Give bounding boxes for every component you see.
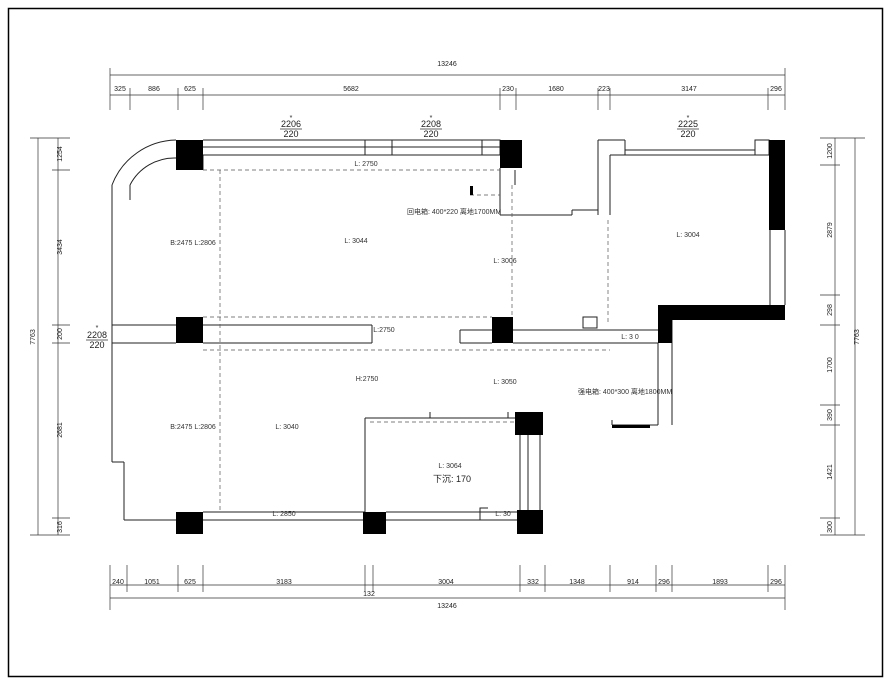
- bottom-dim-9: 296: [658, 579, 670, 586]
- top-dim-7: 223: [598, 86, 610, 93]
- window-tag-3: * 2225 220: [677, 115, 699, 139]
- left-dim-3: 200: [57, 328, 64, 340]
- left-dim-5: 316: [57, 521, 64, 533]
- right-dim-3: 298: [827, 304, 834, 316]
- top-dim-2: 886: [148, 86, 160, 93]
- svg-text:2225: 2225: [678, 119, 698, 129]
- label-bottom-beam: L: 2850: [272, 511, 295, 518]
- right-dim-6: 1421: [827, 464, 834, 480]
- left-dimension-lines: [30, 137, 70, 536]
- bottom-dim-1: 240: [112, 579, 124, 586]
- top-dimension-lines: [109, 68, 786, 110]
- label-top-beam: L: 2750: [354, 161, 377, 168]
- column: [176, 317, 203, 343]
- column: [470, 186, 473, 195]
- label-mid-lower-right: L: 3050: [493, 379, 516, 386]
- overall-width-top: 13246: [437, 61, 457, 68]
- top-dim-8: 3147: [681, 86, 697, 93]
- column: [363, 512, 386, 534]
- overall-height-right: 7763: [854, 329, 861, 345]
- label-left-upper: B:2475 L:2806: [170, 240, 216, 247]
- column: [515, 412, 543, 435]
- note-drop-ceiling: 下沉: 170: [433, 474, 471, 484]
- svg-text:220: 220: [680, 129, 695, 139]
- bottom-dim-8: 914: [627, 579, 639, 586]
- column: [176, 140, 203, 170]
- column: [612, 425, 650, 428]
- svg-text:*: *: [96, 325, 99, 332]
- label-mid-right: L: 3006: [493, 258, 516, 265]
- bottom-dim-11: 296: [770, 579, 782, 586]
- bottom-dim-3: 625: [184, 579, 196, 586]
- svg-text:*: *: [290, 115, 293, 122]
- overall-height-left: 7763: [30, 329, 37, 345]
- top-dim-9: 296: [770, 86, 782, 93]
- label-right-room: L: 3004: [676, 232, 699, 239]
- column: [658, 305, 785, 343]
- top-dim-3: 625: [184, 86, 196, 93]
- bottom-dim-4: 3183: [276, 579, 292, 586]
- window-tag-2: * 2208 220: [420, 115, 442, 139]
- column: [769, 140, 785, 230]
- right-dim-5: 390: [827, 409, 834, 421]
- left-dim-1: 1254: [57, 146, 64, 162]
- label-corner-small: L: 30: [495, 511, 511, 518]
- top-dim-4: 5682: [343, 86, 359, 93]
- top-dim-1: 325: [114, 86, 126, 93]
- svg-text:220: 220: [423, 129, 438, 139]
- right-dim-1: 1200: [827, 143, 834, 159]
- right-dimension-lines: [820, 137, 865, 536]
- column: [517, 510, 543, 534]
- window-tag-4: * 2208 220: [86, 325, 108, 350]
- svg-text:2208: 2208: [421, 119, 441, 129]
- svg-text:2208: 2208: [87, 330, 107, 340]
- window-tag-1: * 2206 220: [280, 115, 302, 139]
- structural-columns: [176, 140, 785, 534]
- right-dim-4: 1700: [827, 357, 834, 373]
- walls: [111, 139, 786, 521]
- svg-text:220: 220: [89, 340, 104, 350]
- bottom-dim-7: 1348: [569, 579, 585, 586]
- note-lower-box: 强电箱: 400*300 离地1800MM: [578, 387, 672, 396]
- column: [176, 512, 203, 534]
- bottom-dim-6: 332: [527, 579, 539, 586]
- bottom-dim-2: 1051: [144, 579, 160, 586]
- svg-text:2206: 2206: [281, 119, 301, 129]
- drawing-frame: [7, 7, 884, 678]
- label-mid-beam: L:2750: [373, 327, 395, 334]
- bottom-sub-dim: 132: [363, 591, 375, 598]
- note-upper-box: 回电箱: 400*220 离地1700MM: [407, 207, 501, 216]
- svg-text:*: *: [687, 115, 690, 122]
- beam-lines: [203, 169, 610, 512]
- top-dim-5: 230: [502, 86, 514, 93]
- left-dim-2: 3434: [57, 239, 64, 255]
- column: [500, 140, 522, 168]
- right-dim-7: 300: [827, 521, 834, 533]
- bottom-dim-5: 3004: [438, 579, 454, 586]
- overall-width-bottom: 13246: [437, 603, 457, 610]
- label-bottom-room: L: 3064: [438, 463, 461, 470]
- svg-text:220: 220: [283, 129, 298, 139]
- label-small-right: L: 3 0: [621, 334, 639, 341]
- label-room-upper: L: 3044: [344, 238, 367, 245]
- label-mid-lower: H:2750: [356, 376, 379, 383]
- label-left-lower: B:2475 L:2806: [170, 424, 216, 431]
- top-dim-6: 1680: [548, 86, 564, 93]
- left-dim-4: 2681: [57, 422, 64, 438]
- label-room-lower: L: 3040: [275, 424, 298, 431]
- right-dim-2: 2879: [827, 222, 834, 238]
- bottom-dimension-lines: [109, 565, 786, 610]
- column: [492, 317, 513, 343]
- svg-text:*: *: [430, 115, 433, 122]
- bottom-dim-10: 1893: [712, 579, 728, 586]
